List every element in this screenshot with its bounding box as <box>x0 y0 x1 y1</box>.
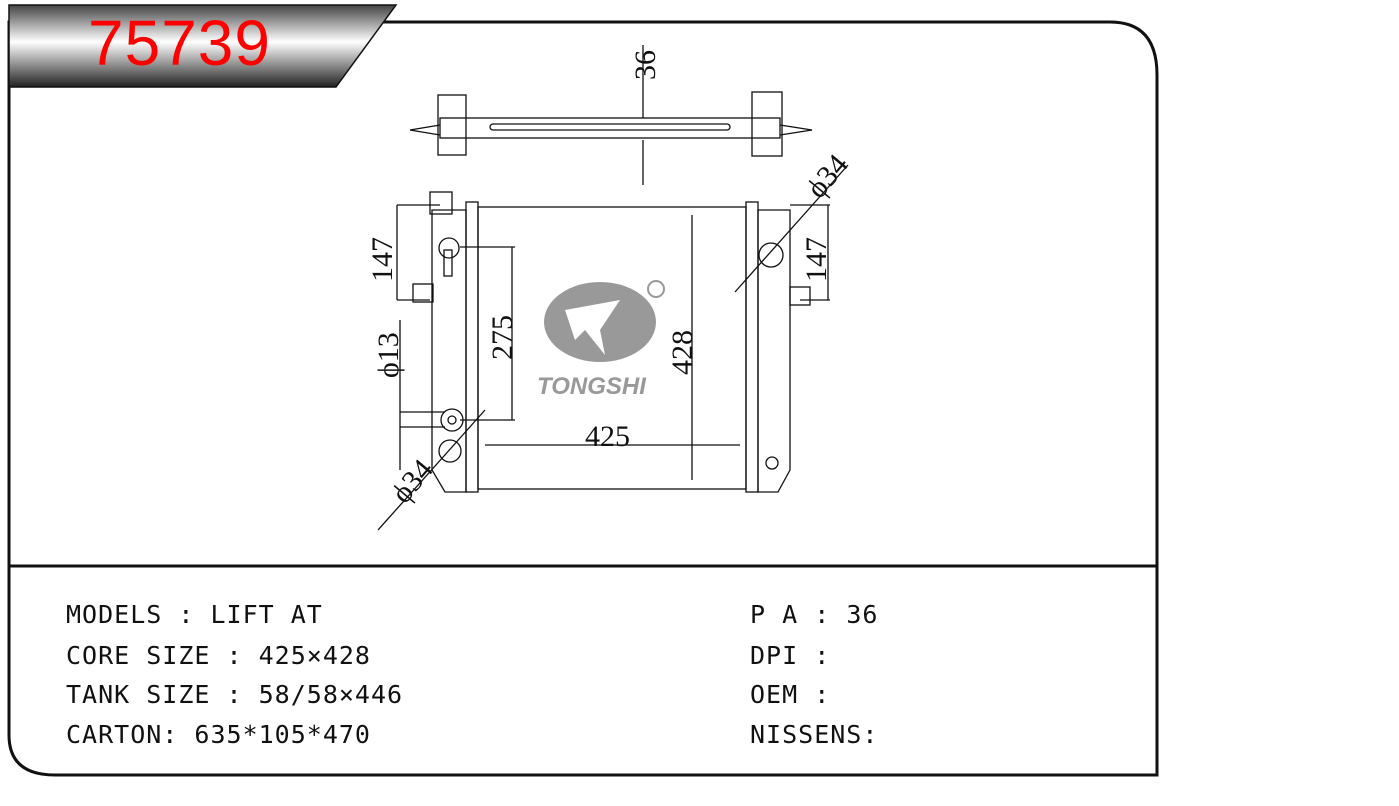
brand-name: TONGSHI <box>537 373 647 400</box>
part-number: 75739 <box>88 7 271 79</box>
spec-models: MODELS : LIFT AT <box>66 600 323 629</box>
spec-pa: P A : 36 <box>750 600 879 629</box>
spec-tank-size: TANK SIZE : 58/58×446 <box>66 680 404 709</box>
spec-dpi: DPI : <box>750 641 847 670</box>
dim-left-147: 147 <box>366 237 399 282</box>
dim-dia-top-right: ϕ34 <box>800 148 855 204</box>
dim-428: 428 <box>666 330 699 375</box>
dim-right-147: 147 <box>800 237 833 282</box>
title-banner <box>8 4 398 88</box>
spec-core-size: CORE SIZE : 425×428 <box>66 641 371 670</box>
dim-dia-13: ϕ13 <box>372 332 405 378</box>
brand-logo: TONGSHI <box>537 280 665 400</box>
spec-carton: CARTON: 635*105*470 <box>66 720 371 749</box>
dim-top-depth: 36 <box>629 50 662 80</box>
dim-275: 275 <box>486 315 519 360</box>
dim-425: 425 <box>585 420 630 453</box>
radiator-drawing <box>377 45 849 531</box>
spec-oem: OEM : <box>750 680 847 709</box>
spec-nissens: NISSENS: <box>750 720 879 749</box>
